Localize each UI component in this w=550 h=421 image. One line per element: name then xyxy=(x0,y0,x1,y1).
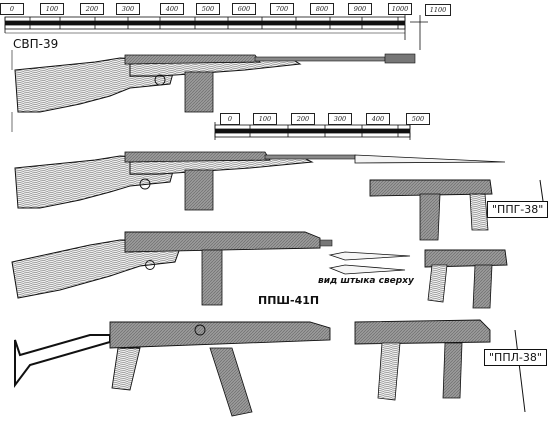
scale-top-tick: 0 xyxy=(0,3,24,15)
range-scale-mid xyxy=(214,120,411,140)
scale-top-tick: 700 xyxy=(270,3,294,15)
bayonet-top-view xyxy=(328,251,411,275)
scale-mid-tick: 0 xyxy=(220,113,240,125)
scale-top-tick: 100 xyxy=(40,3,64,15)
scale-top-tick: 300 xyxy=(116,3,140,15)
scale-top-tick: 1100 xyxy=(425,4,451,16)
svp39-label: СВП-39 xyxy=(13,37,59,51)
scale-top-tick: 900 xyxy=(348,3,372,15)
scale-top-tick: 800 xyxy=(310,3,334,15)
smg-right-middle xyxy=(424,249,508,309)
ppl38-gun xyxy=(354,319,526,413)
scale-mid-tick: 100 xyxy=(253,113,277,125)
folding-stock-gun xyxy=(14,321,331,417)
ppsh41p-gun xyxy=(11,231,333,306)
range-scale-top xyxy=(4,15,428,50)
scale-mid-tick: 300 xyxy=(328,113,352,125)
ppl38-label: "ППЛ-38" xyxy=(484,349,547,366)
bayonet-top-view-label: вид штыка сверху xyxy=(318,276,414,286)
scale-top-tick: 200 xyxy=(80,3,104,15)
ppg38-label: "ППГ-38" xyxy=(487,201,549,218)
scale-top-tick: 600 xyxy=(232,3,256,15)
rifle-with-bayonet xyxy=(14,151,506,211)
scale-mid-tick: 200 xyxy=(291,113,315,125)
ppg38-gun xyxy=(369,179,546,241)
scale-mid-tick: 400 xyxy=(366,113,390,125)
scale-mid-tick: 500 xyxy=(406,113,430,125)
scale-top-tick: 400 xyxy=(160,3,184,15)
svp39-rifle xyxy=(11,50,416,132)
scale-top-tick: 500 xyxy=(196,3,220,15)
ppsh41p-label: ППШ-41П xyxy=(258,294,320,307)
scale-top-tick: 1000 xyxy=(388,3,412,15)
